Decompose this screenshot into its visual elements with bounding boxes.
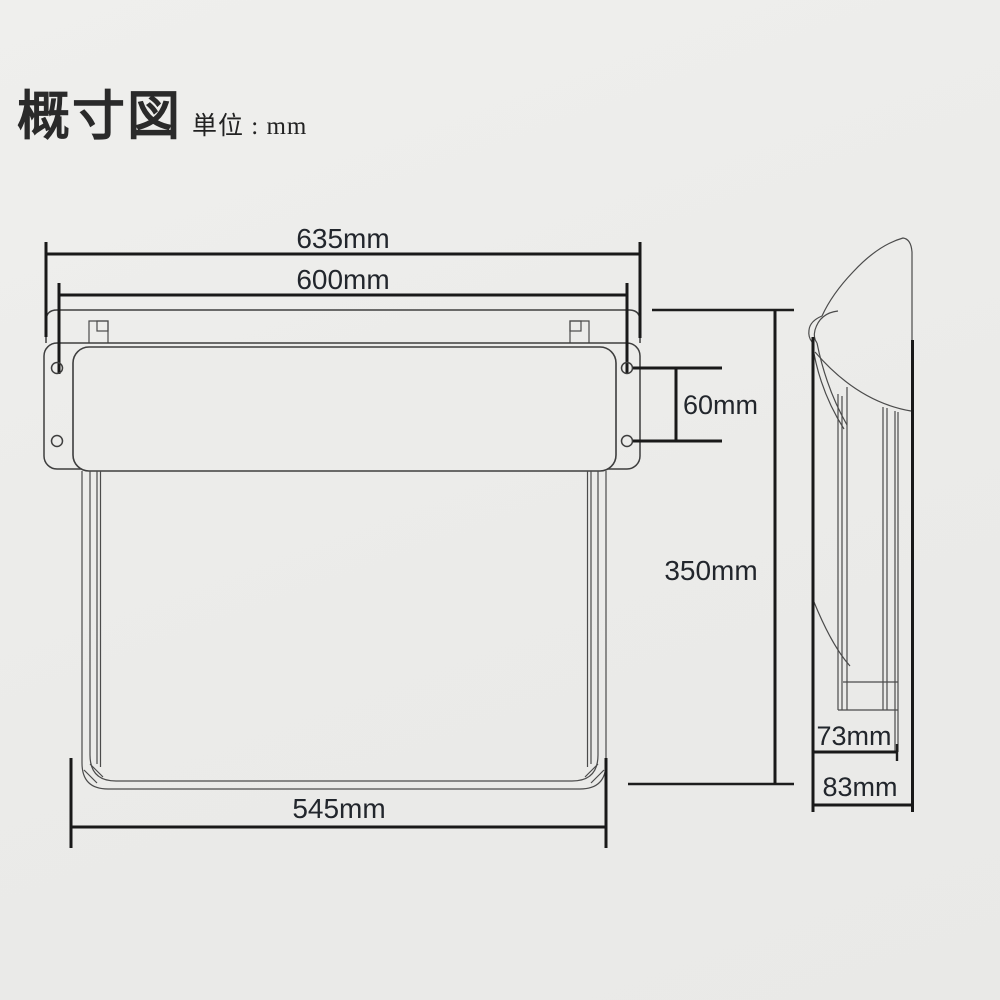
hole-top-right: [620, 361, 634, 375]
hood-bottom-sweep: [814, 351, 912, 412]
hood-lip-inner: [816, 342, 848, 426]
label-350mm: 350mm: [664, 555, 757, 586]
screw-holes: [50, 361, 634, 448]
front-view: 635mm 600mm 60mm 350mm: [43, 223, 794, 848]
dimension-overall-height: 350mm: [628, 308, 794, 786]
rail-clip-right: [569, 320, 590, 343]
dimension-overall-width: 635mm: [44, 223, 642, 338]
front-cover-panel: [72, 346, 617, 472]
hood-lip-outer: [811, 341, 845, 430]
rail-clip-left: [88, 320, 109, 343]
dimension-hole-pitch-horizontal: 600mm: [59, 264, 627, 297]
dimension-depth-body: 73mm: [813, 721, 899, 761]
corner-seam-right: [584, 763, 605, 784]
hole-bottom-left: [50, 434, 64, 448]
title-block: 概寸図 単位 : mm: [17, 88, 307, 146]
cover-swing-arc: [813, 601, 851, 667]
mounting-rail: [45, 309, 641, 343]
side-body-lines: [813, 387, 899, 752]
label-600mm: 600mm: [296, 264, 389, 295]
dimension-hole-pitch-vertical: 60mm: [633, 366, 758, 443]
dimension-bottom-frame-width: 545mm: [69, 758, 608, 848]
side-view: 73mm 83mm: [808, 237, 914, 812]
label-635mm: 635mm: [296, 223, 389, 254]
corner-seam-left: [83, 763, 104, 784]
label-83mm: 83mm: [822, 772, 897, 802]
hole-bottom-right: [620, 434, 634, 448]
hood-profile: [808, 237, 913, 430]
unit-label: 単位 : mm: [192, 113, 308, 140]
hole-top-left: [50, 361, 64, 375]
label-60mm: 60mm: [683, 390, 758, 420]
hanging-frame: [81, 471, 607, 790]
label-73mm: 73mm: [816, 721, 891, 751]
label-545mm: 545mm: [292, 793, 385, 824]
dimension-depth-overall: 83mm: [813, 772, 914, 812]
page-title: 概寸図: [17, 88, 182, 146]
